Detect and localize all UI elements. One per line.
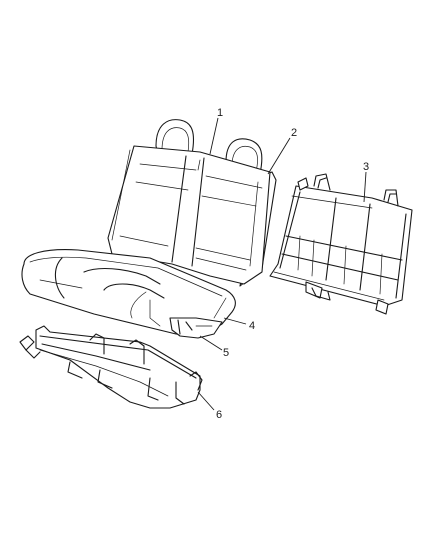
callout-5: 5 — [223, 347, 229, 359]
seat-cushion-pad — [169, 317, 223, 339]
leader-6 — [197, 391, 215, 411]
callout-6: 6 — [216, 409, 222, 421]
seat-cushion-cover — [21, 249, 236, 336]
leader-5 — [199, 335, 223, 351]
seat-back-cover — [107, 119, 271, 285]
seat-cushion-frame — [19, 325, 203, 409]
callout-4: 4 — [249, 320, 255, 332]
leader-4 — [223, 317, 247, 325]
leader-lines — [197, 117, 367, 411]
callout-3: 3 — [363, 161, 369, 173]
callout-2: 2 — [291, 127, 297, 139]
seat-back-frame — [269, 173, 413, 315]
callout-labels: 1 2 3 4 5 6 — [216, 107, 369, 421]
leader-1 — [209, 117, 219, 155]
leader-2 — [267, 137, 291, 175]
leader-3 — [363, 171, 367, 203]
callout-1: 1 — [217, 107, 223, 119]
